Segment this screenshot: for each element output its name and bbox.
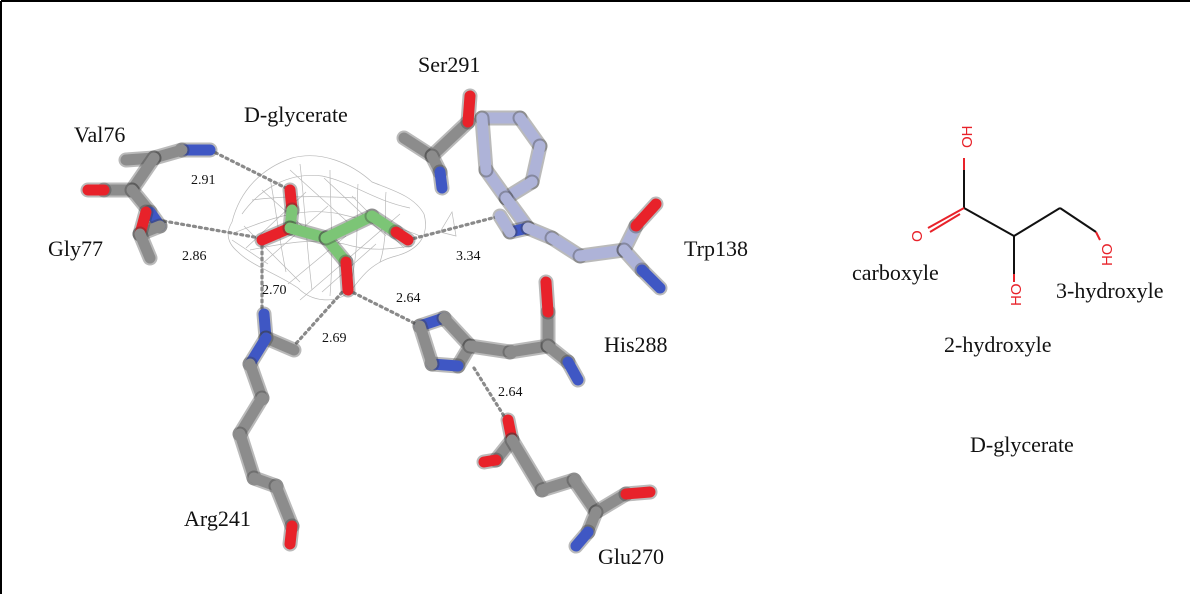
hydrogen-bonds [156, 148, 506, 418]
distance-arg-a: 2.70 [262, 283, 287, 298]
structure-name: D-glycerate [970, 432, 1074, 457]
structure-oxygen-bonds [927, 158, 1101, 282]
label-2-hydroxyle: 2-hydroxyle [944, 332, 1052, 357]
label-val76: Val76 [74, 122, 125, 147]
oh-3-atom: HO [1099, 244, 1116, 267]
hbond-arg-b [290, 286, 348, 350]
label-3-hydroxyle: 3-hydroxyle [1056, 278, 1164, 303]
hbond-trp138 [406, 214, 502, 242]
distance-trp138: 3.34 [456, 249, 481, 264]
stick-glu270 [476, 412, 658, 554]
label-carboxyle: carboxyle [852, 260, 939, 285]
hbond-gly77 [156, 218, 262, 240]
hbond-glu270 [472, 366, 506, 418]
stick-ligand [254, 182, 416, 298]
oh-2-atom: HO [1008, 284, 1025, 307]
structure-bonds [963, 170, 1097, 274]
distance-val76: 2.91 [191, 173, 216, 188]
o-carbonyl-atom: O [909, 230, 926, 242]
stick-arg241 [232, 306, 302, 552]
label-gly77: Gly77 [48, 236, 103, 261]
label-ser291: Ser291 [418, 52, 480, 77]
hbond-val76 [208, 148, 292, 192]
oh-top-atom: OH [959, 126, 976, 149]
ligand-label: D-glycerate [244, 102, 348, 127]
stick-val76 [80, 142, 218, 220]
distance-gly77: 2.86 [182, 249, 207, 264]
label-glu270: Glu270 [598, 544, 664, 569]
hbond-his288 [346, 288, 422, 328]
chemical-structure: OH O HO HO carboxyle 3-hydroxyle 2-hydro… [852, 126, 1164, 458]
label-his288: His288 [604, 332, 668, 357]
distance-arg-b: 2.69 [322, 331, 347, 346]
stick-his288 [412, 274, 586, 388]
stick-trp138 [474, 110, 668, 296]
label-trp138: Trp138 [684, 236, 748, 261]
label-arg241: Arg241 [184, 506, 251, 531]
stick-ser291 [396, 88, 478, 196]
distance-his288: 2.64 [396, 291, 421, 306]
distance-glu270: 2.64 [498, 385, 523, 400]
stick-gly77 [132, 204, 168, 266]
